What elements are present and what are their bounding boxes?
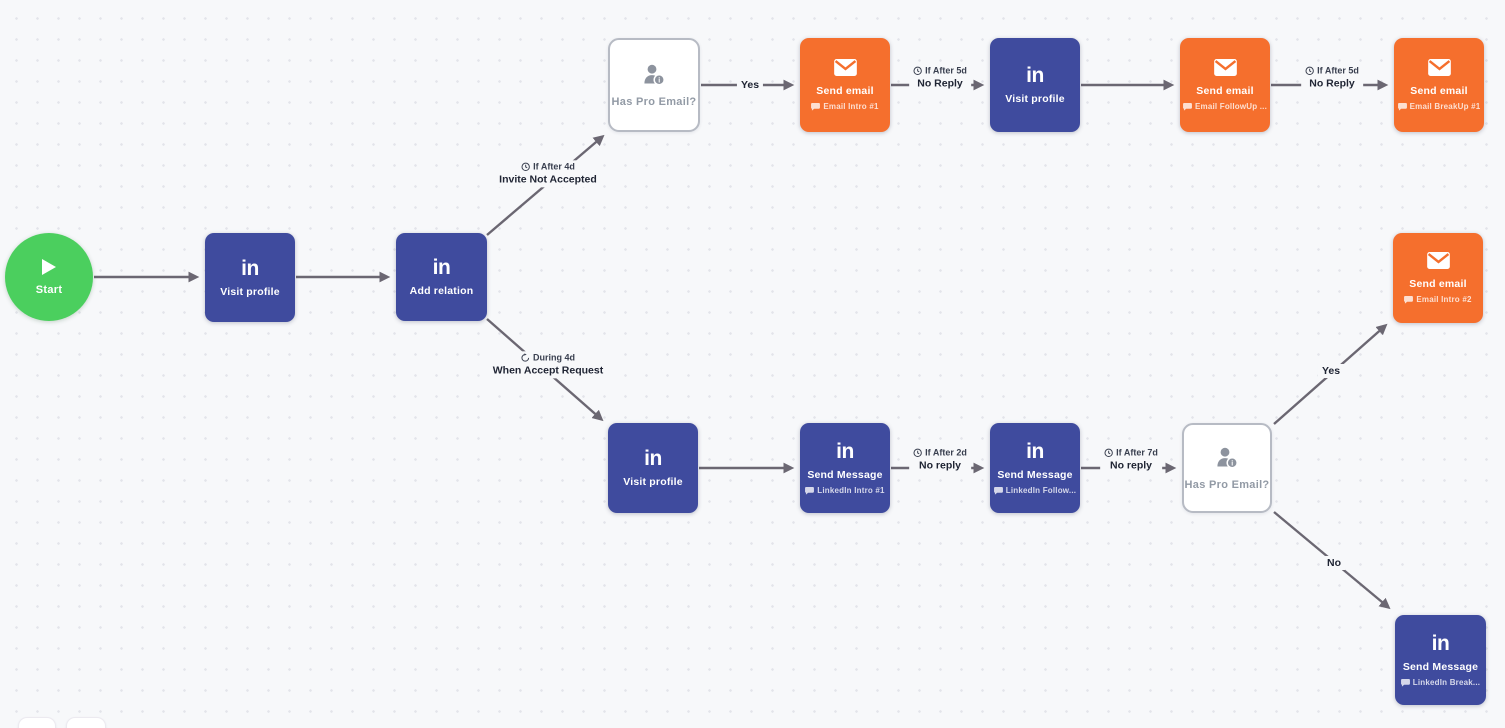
edge-label-no-reply-5d-1: If After 5d No Reply [909,64,971,92]
node-subtitle: LinkedIn Intro #1 [805,486,885,495]
clock-icon [521,162,530,172]
edge-label-yes-top: Yes [736,78,764,92]
node-title: Start [35,283,63,296]
canvas-control-button-1[interactable] [18,717,56,728]
message-template-icon [811,102,821,111]
node-has-pro-email-bottom[interactable]: i Has Pro Email? [1182,423,1272,513]
email-icon [1426,252,1450,269]
clock-icon [913,448,922,458]
node-visit-profile-2[interactable]: in Visit profile [990,38,1080,132]
node-subtitle: Email BreakUp #1 [1397,102,1481,111]
linkedin-icon: in [432,256,451,279]
linkedin-icon: in [644,447,662,470]
node-title: Send Message [1402,661,1479,673]
node-title: Visit profile [1005,93,1065,105]
linkedin-icon: in [1431,632,1450,655]
node-title: Add relation [409,285,474,297]
message-template-icon [1404,295,1414,304]
contact-info-icon: i [644,64,665,86]
node-title: Send email [1196,85,1254,97]
during-icon [521,353,530,362]
node-subtitle: LinkedIn Follow... [993,486,1076,495]
node-title: Has Pro Email? [611,95,697,108]
linkedin-icon: in [1026,440,1044,463]
node-title: Has Pro Email? [1184,478,1270,491]
svg-text:i: i [658,77,660,84]
clock-icon [913,66,922,76]
edge-label-no-reply-2d: If After 2d No reply [909,446,971,474]
play-icon [42,258,56,275]
contact-info-icon: i [1217,447,1238,469]
node-send-message-break[interactable]: in Send Message LinkedIn Break... [1395,615,1486,705]
edge-label-no-reply-7d: If After 7d No reply [1100,446,1162,474]
node-has-pro-email-top[interactable]: i Has Pro Email? [608,38,700,132]
edge-label-when-accept-request: During 4d When Accept Request [488,351,608,379]
edge-label-invite-not-accepted: If After 4d Invite Not Accepted [495,160,601,188]
email-icon [1427,59,1451,76]
node-title: Send Message [807,469,883,481]
node-send-email-intro-2[interactable]: Send email Email Intro #2 [1393,233,1483,323]
node-subtitle: Email Intro #2 [1404,295,1471,304]
node-title: Visit profile [220,285,280,298]
message-template-icon [1400,678,1410,687]
linkedin-icon: in [1026,64,1044,87]
message-template-icon [805,486,815,495]
node-start[interactable]: Start [5,233,93,321]
node-subtitle: Email Intro #1 [811,102,878,111]
edge-label-no-bottom: No [1323,556,1345,570]
node-title: Visit profile [623,476,683,488]
node-add-relation[interactable]: in Add relation [396,233,487,321]
svg-text:i: i [1231,460,1233,467]
node-send-message-intro-1[interactable]: in Send Message LinkedIn Intro #1 [800,423,890,513]
email-icon [1213,59,1237,76]
node-title: Send email [816,85,874,97]
message-template-icon [993,486,1003,495]
node-send-message-follow[interactable]: in Send Message LinkedIn Follow... [990,423,1080,513]
node-subtitle: Email FollowUp ... [1183,102,1267,111]
node-title: Send Message [997,469,1073,481]
clock-icon [1104,448,1113,458]
message-template-icon [1183,102,1192,111]
node-subtitle: LinkedIn Break... [1400,678,1480,687]
email-icon [833,59,857,76]
node-visit-profile-1[interactable]: in Visit profile [205,233,295,322]
message-template-icon [1397,102,1407,111]
linkedin-icon: in [241,256,259,280]
linkedin-icon: in [836,440,854,463]
canvas-control-button-2[interactable] [66,717,106,728]
node-title: Send email [1410,85,1468,97]
node-title: Send email [1409,278,1467,290]
edge-label-no-reply-5d-2: If After 5d No Reply [1301,64,1363,92]
clock-icon [1305,66,1314,76]
node-visit-profile-3[interactable]: in Visit profile [608,423,698,513]
node-send-email-intro-1[interactable]: Send email Email Intro #1 [800,38,890,132]
node-send-email-followup[interactable]: Send email Email FollowUp ... [1180,38,1270,132]
edge-label-yes-bottom: Yes [1317,364,1345,378]
node-send-email-breakup-1[interactable]: Send email Email BreakUp #1 [1394,38,1484,132]
